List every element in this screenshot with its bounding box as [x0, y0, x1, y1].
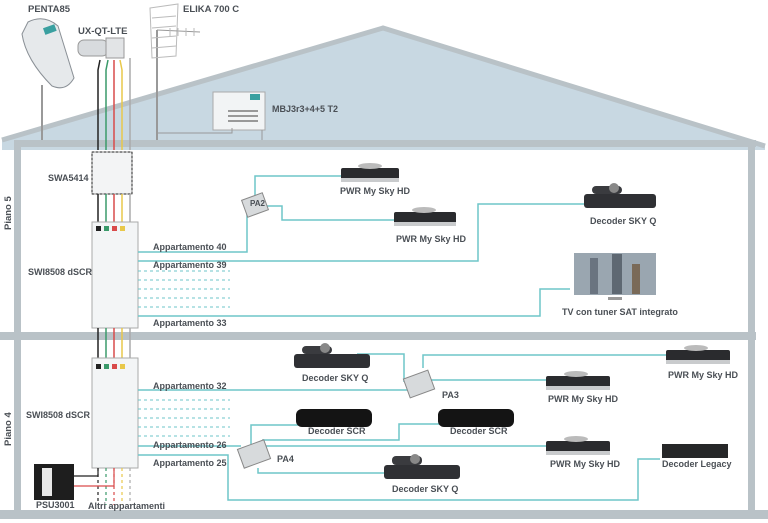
psu3001-label: PSU3001 — [36, 500, 75, 510]
sky-q-box-icon — [384, 454, 460, 479]
swi8508-lower-icon — [91, 357, 139, 469]
ceiling-wall — [14, 140, 756, 147]
device-label: PWR My Sky HD — [548, 394, 619, 404]
splitter-pa4-label: PA4 — [277, 454, 294, 464]
floor-separator — [0, 332, 756, 340]
roof — [2, 28, 765, 150]
right-wall — [748, 145, 755, 518]
splitter-pa3-icon — [402, 369, 436, 399]
terrestrial-antenna-icon — [149, 3, 201, 59]
amplifier-label: MBJ3r3+4+5 T2 — [272, 104, 339, 114]
amplifier-icon — [212, 91, 266, 131]
device-label: Decoder Legacy — [662, 459, 732, 469]
lnb-icon — [77, 37, 125, 59]
sky-hd-box-icon — [546, 371, 610, 390]
splitter-pa3-label: PA3 — [442, 390, 459, 400]
device-label: Decoder SKY Q — [590, 216, 657, 226]
floor-label-lower: Piano 4 — [3, 412, 14, 446]
device-label: PWR My Sky HD — [668, 370, 739, 380]
splitter-pa2-icon — [240, 192, 270, 218]
swi8508-lower-label: SWI8508 dSCR — [26, 410, 91, 420]
output-label: Appartamento 39 — [153, 260, 227, 270]
sky-hd-box-icon — [666, 345, 730, 364]
left-wall — [14, 140, 21, 518]
sky-hd-box-icon — [394, 207, 456, 226]
tv-icon — [574, 253, 656, 300]
sky-hd-box-icon — [546, 436, 610, 455]
cables-upper — [138, 175, 586, 317]
output-label: Appartamento 26 — [153, 440, 227, 450]
psu3001-icon — [34, 464, 74, 500]
dashed-outputs-lower — [138, 399, 230, 437]
device-label: PWR My Sky HD — [340, 186, 411, 196]
output-label: Appartamento 32 — [153, 381, 227, 391]
legacy-decoder-icon — [662, 444, 728, 458]
output-label: Appartamento 40 — [153, 242, 227, 252]
device-label: TV con tuner SAT integrato — [562, 307, 678, 317]
splitter-pa4-icon — [236, 439, 272, 469]
terrestrial-antenna-label: ELIKA 700 C — [183, 4, 240, 15]
dish-label: PENTA85 — [28, 4, 71, 15]
scr-decoder-icon — [438, 409, 514, 427]
swi8508-upper-icon — [91, 221, 139, 329]
dashed-outputs-upper — [138, 270, 230, 308]
lnb-label: UX-QT-LTE — [78, 26, 128, 37]
coax-bundle-top — [97, 58, 131, 150]
roof-outline — [1, 25, 766, 149]
dish-icon — [21, 18, 75, 89]
other-apartments-label: Altri appartamenti — [88, 501, 166, 511]
swa5414-icon — [91, 151, 133, 195]
device-label: Decoder SKY Q — [392, 484, 459, 494]
output-label: Appartamento 33 — [153, 318, 227, 328]
ground-floor — [0, 510, 768, 519]
floor-label-upper: Piano 5 — [3, 196, 14, 230]
scr-decoder-icon — [296, 409, 372, 427]
device-label: Decoder SCR — [308, 426, 366, 436]
output-label: Appartamento 25 — [153, 458, 227, 468]
sky-hd-box-icon — [341, 163, 399, 182]
swa5414-label: SWA5414 — [48, 173, 89, 183]
device-label: PWR My Sky HD — [396, 234, 467, 244]
sky-q-box-icon — [294, 343, 370, 368]
device-label: Decoder SCR — [450, 426, 508, 436]
swi8508-upper-label: SWI8508 dSCR — [28, 267, 93, 277]
device-label: Decoder SKY Q — [302, 373, 369, 383]
device-label: PWR My Sky HD — [550, 459, 621, 469]
splitter-pa2-label: PA2 — [250, 199, 265, 208]
sky-q-box-icon — [584, 183, 656, 208]
